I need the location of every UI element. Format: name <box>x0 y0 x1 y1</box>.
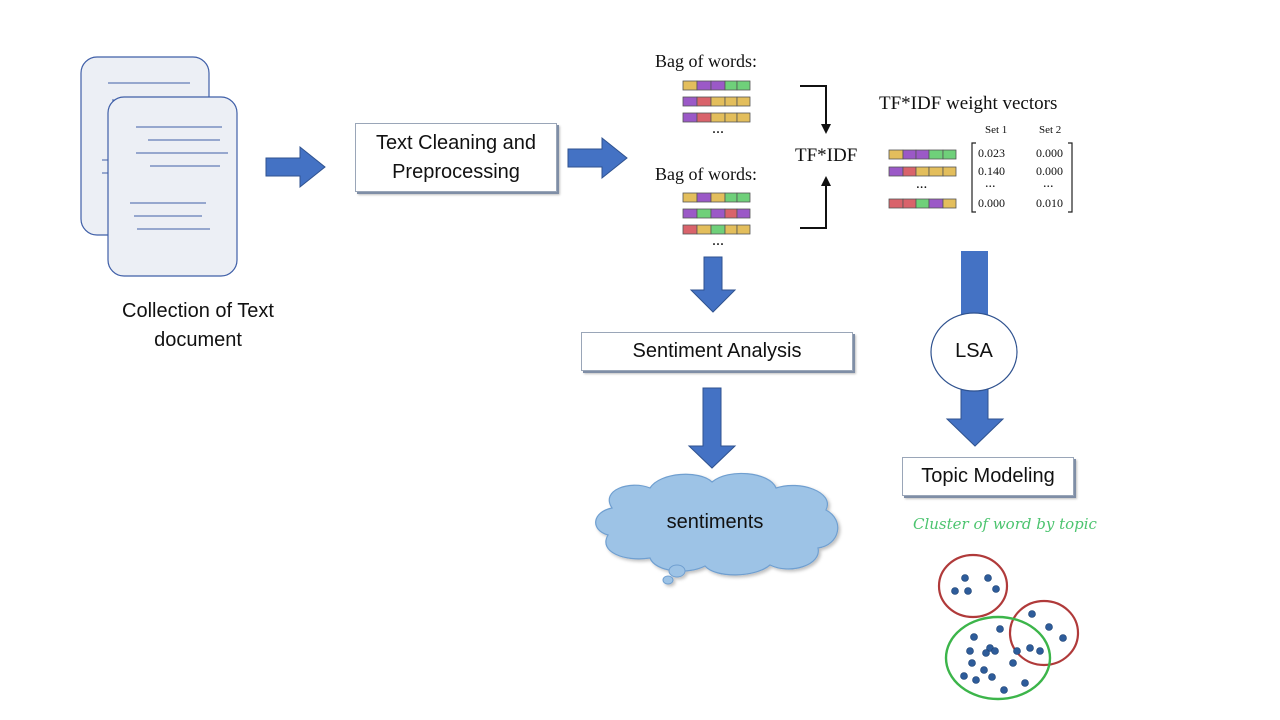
matrix-cell: ... <box>1043 176 1054 191</box>
sentiments-cloud-icon <box>595 472 839 585</box>
topic-clusters-illustration <box>937 553 1080 701</box>
text-cleaning-label: Text Cleaning and Preprocessing <box>375 131 537 183</box>
arrow-down-small-icon <box>821 124 831 134</box>
lsa-arrow-shaft <box>961 251 988 321</box>
bag-of-words-ellipsis-2: ... <box>712 232 724 249</box>
arrow-down-icon <box>689 256 737 313</box>
matrix-cell: ... <box>985 176 996 191</box>
tfidf-vector-bars <box>888 149 957 209</box>
bag-of-words-label-1: Bag of words: <box>655 51 757 71</box>
lsa-label: LSA <box>955 340 993 362</box>
arrow-down-icon <box>687 387 737 469</box>
sentiment-analysis-label: Sentiment Analysis <box>632 340 802 362</box>
cluster-title: Cluster of word by topic <box>913 515 1097 533</box>
cluster-circle-green <box>944 615 1052 701</box>
matrix-cell: 0.140 <box>978 164 1005 178</box>
text-cleaning-box: Text Cleaning and Preprocessing <box>355 123 557 192</box>
collection-label: Collection of Text document <box>122 300 274 351</box>
topic-modeling-box: Topic Modeling <box>902 457 1074 496</box>
arrow-right-icon <box>265 145 326 189</box>
tfidf-label: TF*IDF <box>795 145 858 166</box>
tfidf-vectors-title: TF*IDF weight vectors <box>879 93 1058 114</box>
sentiments-label: sentiments <box>666 511 764 533</box>
matrix-header-set1: Set 1 <box>985 124 1008 136</box>
cluster-circle-red <box>937 553 1009 619</box>
topic-modeling-label: Topic Modeling <box>921 465 1055 487</box>
bag-of-words-label-2: Bag of words: <box>655 164 757 184</box>
matrix-cell: 0.000 <box>978 196 1005 210</box>
cluster-circle-red <box>1008 599 1080 667</box>
lsa-circle <box>930 312 1018 392</box>
matrix-cell: 0.000 <box>1036 146 1063 160</box>
document-stack-icon <box>80 56 238 277</box>
bag-of-words-vectors-2 <box>682 192 751 235</box>
arrow-up-small-icon <box>821 176 831 186</box>
tfidf-bracket-arrows <box>800 85 827 229</box>
tfidf-vectors-ellipsis: ... <box>916 176 928 192</box>
arrow-right-icon <box>567 136 628 180</box>
sentiment-analysis-box: Sentiment Analysis <box>581 332 853 371</box>
matrix-cell: 0.023 <box>978 146 1005 160</box>
bag-of-words-vectors-1 <box>682 80 751 123</box>
matrix-cell: 0.010 <box>1036 196 1063 210</box>
bag-of-words-ellipsis-1: ... <box>712 120 724 137</box>
matrix-cell: 0.000 <box>1036 164 1063 178</box>
arrow-down-icon <box>945 384 1005 447</box>
matrix-brackets <box>971 142 1073 213</box>
matrix-header-set2: Set 2 <box>1039 124 1062 136</box>
